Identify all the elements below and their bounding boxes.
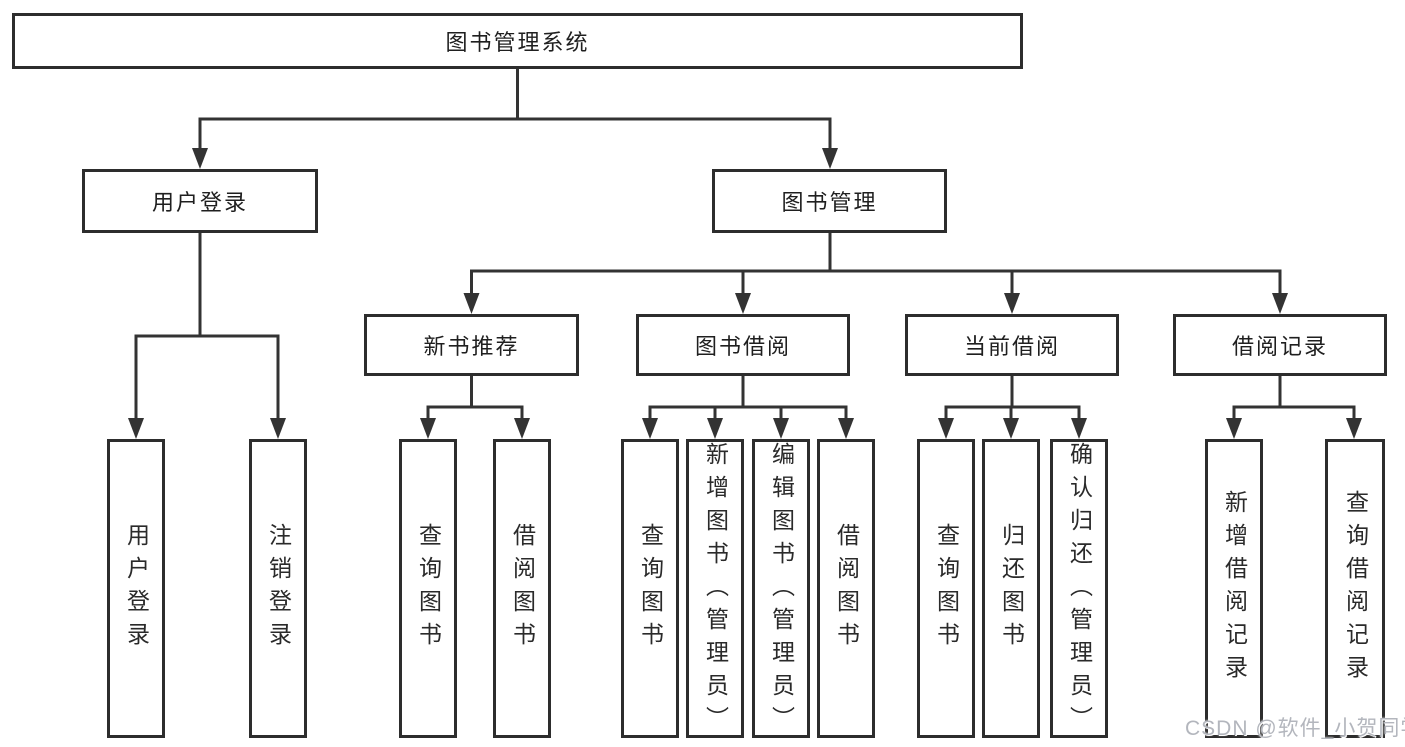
leaf-bb-query-book: 查询图书 (621, 439, 679, 738)
leaf-nbr-borrow-book-label: 借阅图书 (509, 522, 536, 655)
leaf-user-login: 用户登录 (107, 439, 165, 738)
node-new-book-recommend-label: 新书推荐 (423, 334, 520, 359)
csdn-watermark: CSDN @软件_小贺同学 (1185, 717, 1405, 740)
leaf-bb-query-book-label: 查询图书 (637, 522, 664, 655)
leaf-bb-edit-book-admin: 编辑图书（管理员） (752, 439, 810, 739)
leaf-br-query-record-label: 查询借阅记录 (1342, 489, 1369, 688)
leaf-bb-add-book-admin: 新增图书（管理员） (686, 439, 744, 739)
leaf-logout: 注销登录 (249, 439, 307, 738)
node-user-login: 用户登录 (82, 169, 318, 233)
node-borrow-record: 借阅记录 (1173, 314, 1387, 376)
leaf-cb-query-book: 查询图书 (917, 439, 975, 738)
leaf-nbr-query-book-label: 查询图书 (415, 522, 442, 655)
leaf-cb-return-book: 归还图书 (982, 439, 1040, 738)
node-borrow-record-label: 借阅记录 (1231, 334, 1328, 359)
leaf-user-login-label: 用户登录 (123, 522, 150, 655)
leaf-bb-add-book-admin-label: 新增图书（管理员） (702, 442, 729, 739)
node-book-management: 图书管理 (712, 169, 947, 233)
leaf-cb-confirm-return-admin: 确认归还（管理员） (1050, 439, 1108, 739)
node-root-library-management-system: 图书管理系统 (12, 13, 1023, 69)
node-book-management-label: 图书管理 (781, 190, 878, 215)
leaf-br-add-record: 新增借阅记录 (1205, 439, 1263, 738)
leaf-br-query-record: 查询借阅记录 (1325, 439, 1385, 738)
node-book-borrow-label: 图书借阅 (694, 334, 791, 359)
leaf-br-add-record-label: 新增借阅记录 (1221, 489, 1248, 688)
node-new-book-recommend: 新书推荐 (364, 314, 579, 376)
node-current-borrow-label: 当前借阅 (963, 334, 1060, 359)
node-root-label: 图书管理系统 (445, 30, 590, 55)
leaf-bb-borrow-book: 借阅图书 (817, 439, 875, 738)
node-book-borrow: 图书借阅 (636, 314, 850, 376)
node-current-borrow: 当前借阅 (905, 314, 1119, 376)
leaf-bb-edit-book-admin-label: 编辑图书（管理员） (768, 442, 795, 739)
leaf-bb-borrow-book-label: 借阅图书 (833, 522, 860, 655)
leaf-cb-return-book-label: 归还图书 (998, 522, 1025, 655)
leaf-logout-label: 注销登录 (265, 522, 292, 655)
node-user-login-label: 用户登录 (151, 190, 248, 215)
leaf-nbr-query-book: 查询图书 (399, 439, 457, 738)
leaf-cb-query-book-label: 查询图书 (933, 522, 960, 655)
leaf-nbr-borrow-book: 借阅图书 (493, 439, 551, 738)
leaf-cb-confirm-return-admin-label: 确认归还（管理员） (1066, 442, 1093, 739)
